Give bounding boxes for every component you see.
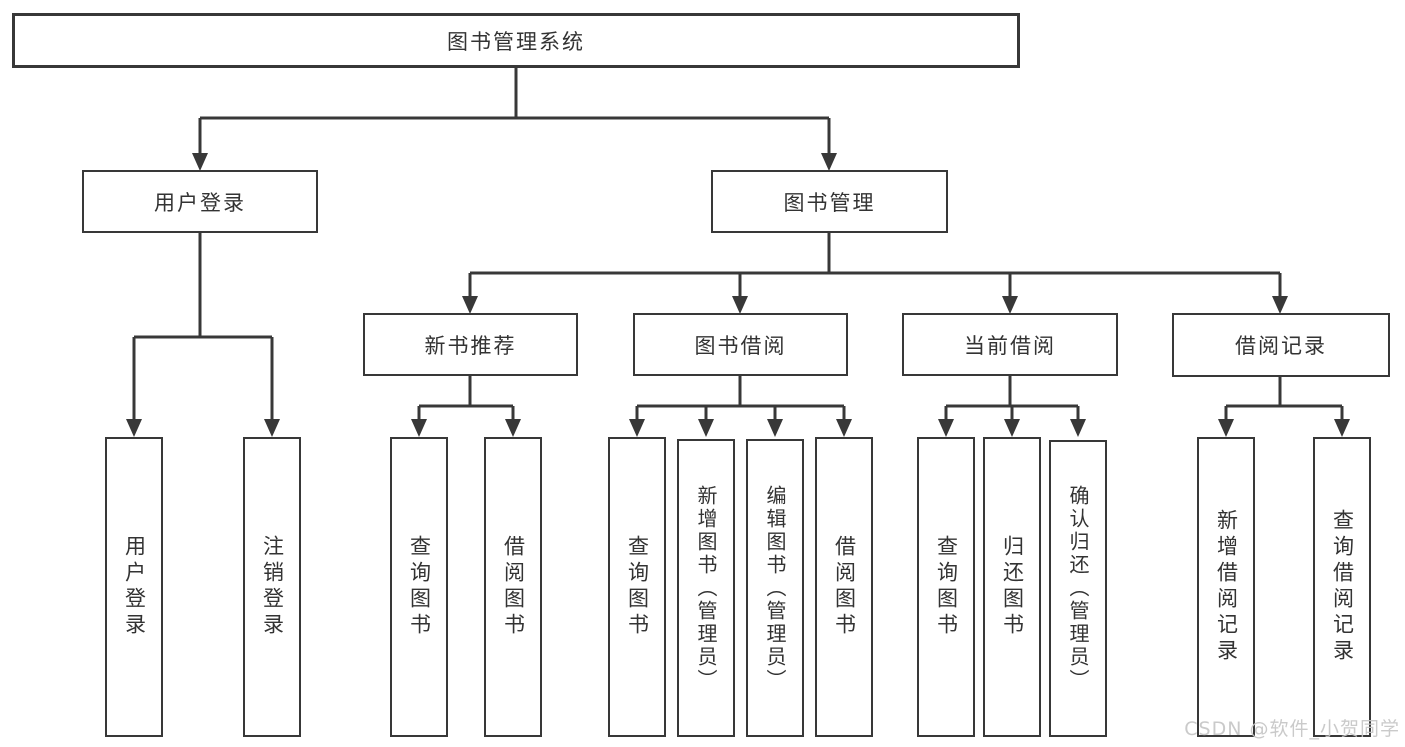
- node-user-login: 用户登录: [82, 170, 318, 233]
- node-book-management: 图书管理: [711, 170, 948, 233]
- leaf-return-books: 归还图书: [983, 437, 1041, 737]
- leaf-return-books-label: 归还图书: [1000, 535, 1025, 639]
- node-new-book-recommendation-label: 新书推荐: [424, 333, 517, 358]
- leaf-add-borrow-record-label: 新增借阅记录: [1214, 509, 1239, 665]
- leaf-logout-label: 注销登录: [260, 535, 285, 639]
- node-borrowing-records-label: 借阅记录: [1235, 334, 1327, 358]
- leaf-confirm-return-admin: 确认归还（管理员）: [1049, 440, 1107, 737]
- leaf-borrow-books-borrowing: 借阅图书: [815, 437, 873, 737]
- leaf-query-books-current: 查询图书: [917, 437, 975, 737]
- leaf-edit-book-admin: 编辑图书（管理员）: [746, 439, 804, 737]
- leaf-query-borrow-record: 查询借阅记录: [1313, 437, 1371, 737]
- leaf-query-books-current-label: 查询图书: [934, 535, 959, 639]
- leaf-user-login: 用户登录: [105, 437, 163, 737]
- leaf-query-books-recommend-label: 查询图书: [407, 535, 432, 639]
- node-current-borrowing: 当前借阅: [902, 313, 1118, 376]
- node-root: 图书管理系统: [12, 13, 1020, 68]
- connector-strokes: [132, 68, 1344, 424]
- leaf-borrow-books-recommend-label: 借阅图书: [501, 535, 526, 639]
- leaf-query-borrow-record-label: 查询借阅记录: [1330, 509, 1355, 665]
- leaf-add-book-admin-label: 新增图书（管理员）: [694, 484, 718, 692]
- leaf-user-login-label: 用户登录: [122, 535, 147, 639]
- leaf-query-books-borrowing: 查询图书: [608, 437, 666, 737]
- node-book-borrowing: 图书借阅: [633, 313, 848, 376]
- node-current-borrowing-label: 当前借阅: [964, 333, 1056, 358]
- leaf-query-books-recommend: 查询图书: [390, 437, 448, 737]
- node-new-book-recommendation: 新书推荐: [363, 313, 578, 376]
- node-root-label: 图书管理系统: [447, 29, 585, 54]
- node-borrowing-records: 借阅记录: [1172, 313, 1390, 377]
- leaf-add-borrow-record: 新增借阅记录: [1197, 437, 1255, 737]
- watermark-text: CSDN @软件_小贺同学: [1184, 718, 1400, 740]
- leaf-borrow-books-recommend: 借阅图书: [484, 437, 542, 737]
- leaf-logout: 注销登录: [243, 437, 301, 737]
- node-book-management-label: 图书管理: [783, 190, 876, 215]
- leaf-borrow-books-borrowing-label: 借阅图书: [832, 535, 857, 639]
- leaf-query-books-borrowing-label: 查询图书: [625, 535, 650, 639]
- node-user-login-label: 用户登录: [154, 190, 246, 215]
- leaf-confirm-return-admin-label: 确认归还（管理员）: [1066, 485, 1090, 692]
- leaf-add-book-admin: 新增图书（管理员）: [677, 439, 735, 737]
- leaf-edit-book-admin-label: 编辑图书（管理员）: [763, 484, 787, 692]
- node-book-borrowing-label: 图书借阅: [694, 333, 787, 358]
